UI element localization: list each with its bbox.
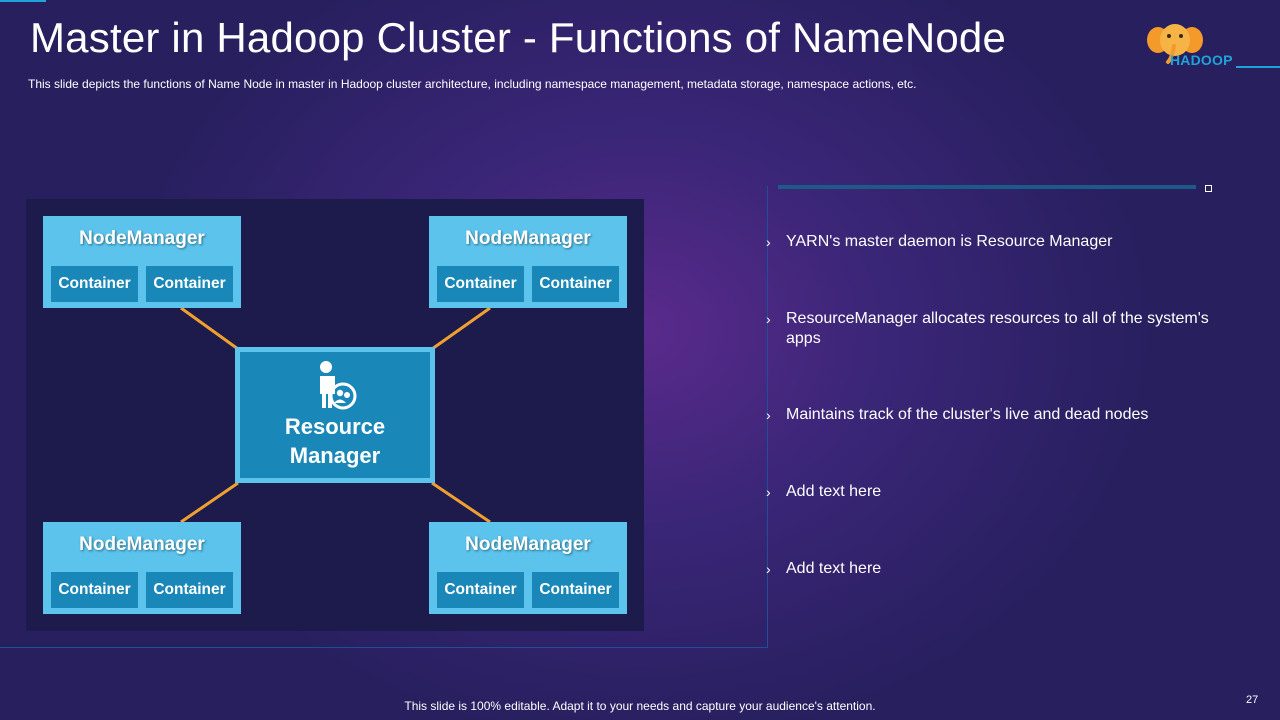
container-box: Container <box>437 572 524 608</box>
chevron-right-icon: › <box>766 311 771 327</box>
yarn-architecture-diagram: NodeManager Container Container NodeMana… <box>26 199 644 631</box>
hadoop-logo-text: HADOOP <box>1170 52 1233 68</box>
hadoop-elephant-logo-icon <box>1147 24 1203 64</box>
bullet-text: Maintains track of the cluster's live an… <box>786 406 1149 423</box>
node-manager-bottom-right: NodeManager Container Container <box>429 522 627 614</box>
top-accent-line <box>0 0 46 2</box>
bullet-text: ResourceManager allocates resources to a… <box>786 310 1209 347</box>
container-box: Container <box>437 266 524 302</box>
container-box: Container <box>532 572 619 608</box>
resource-manager-box: Resource Manager <box>235 347 435 483</box>
page-number: 27 <box>1246 694 1259 706</box>
connector-top-right <box>431 306 491 351</box>
slide-title: Master in Hadoop Cluster - Functions of … <box>30 14 1007 61</box>
footer-note: This slide is 100% editable. Adapt it to… <box>404 699 876 713</box>
node-manager-bottom-left: NodeManager Container Container <box>43 522 241 614</box>
container-box: Container <box>146 572 233 608</box>
node-manager-top-left: NodeManager Container Container <box>43 216 241 308</box>
panel-square-marker <box>1205 185 1212 192</box>
chevron-right-icon: › <box>766 407 771 423</box>
chevron-right-icon: › <box>766 234 771 250</box>
logo-underline <box>1236 66 1280 68</box>
bullet-text: Add text here <box>786 560 882 577</box>
resource-manager-label-line1: Resource <box>284 414 386 439</box>
connector-top-left <box>180 306 239 351</box>
chevron-right-icon: › <box>766 484 771 500</box>
node-manager-title: NodeManager <box>79 228 205 249</box>
container-box: Container <box>146 266 233 302</box>
connector-bottom-left <box>180 481 239 524</box>
bullet-text: YARN's master daemon is Resource Manager <box>786 233 1113 250</box>
resource-manager-label: Resource Manager <box>240 412 430 470</box>
node-manager-top-right: NodeManager Container Container <box>429 216 627 308</box>
slide-subtitle: This slide depicts the functions of Name… <box>28 77 917 91</box>
node-manager-title: NodeManager <box>465 534 591 555</box>
panel-top-accent-bar <box>778 185 1196 189</box>
container-box: Container <box>51 266 138 302</box>
resource-manager-label-line2: Manager <box>289 443 381 468</box>
connector-lines <box>180 306 491 524</box>
panel-divider-vertical <box>767 186 768 648</box>
bullet-text: Add text here <box>786 483 882 500</box>
panel-divider-horizontal <box>0 647 768 648</box>
node-manager-title: NodeManager <box>465 228 591 249</box>
node-manager-title: NodeManager <box>79 534 205 555</box>
container-box: Container <box>532 266 619 302</box>
manager-person-icon <box>317 361 357 410</box>
container-box: Container <box>51 572 138 608</box>
chevron-right-icon: › <box>766 561 771 577</box>
connector-bottom-right <box>431 481 491 524</box>
